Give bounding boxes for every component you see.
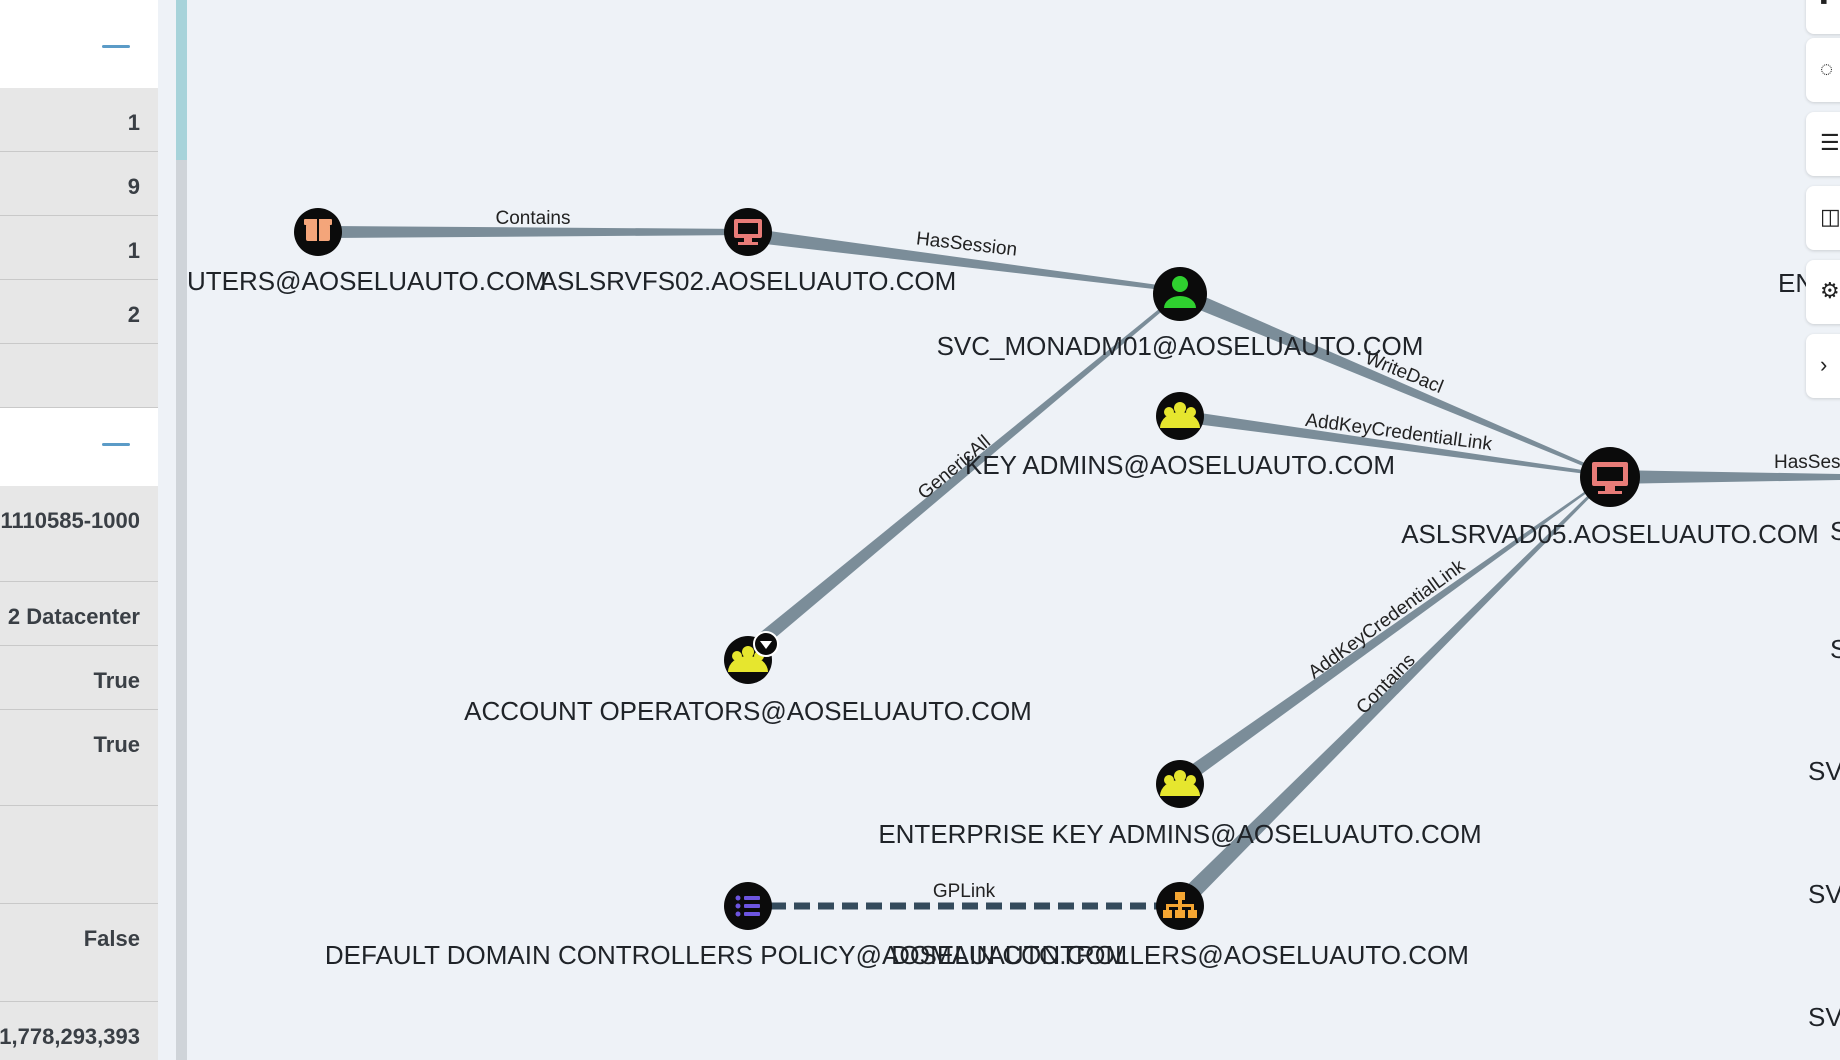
edge-label: Contains [1352, 650, 1419, 719]
user-icon [1172, 276, 1188, 292]
node-label: KEY ADMINS@AOSELUAUTO.COM [965, 450, 1395, 480]
edge-label: GPLink [933, 881, 996, 902]
node-computer-ad05[interactable] [1580, 447, 1640, 507]
property-row: 1 [0, 216, 158, 280]
search-icon: ◌ [1820, 56, 1834, 81]
node-computer[interactable] [724, 208, 772, 256]
node-properties-panel: 1 9 1 2 1110585-1000 2 Datacenter True T… [0, 0, 158, 1060]
toolbar-button[interactable]: ◫ [1806, 186, 1840, 250]
section-header-properties[interactable] [0, 408, 158, 486]
node-label: ASLSRVFS02.AOSELUAUTO.COM [540, 266, 957, 296]
node-label: ACCOUNT OPERATORS@AOSELUAUTO.COM [464, 696, 1032, 726]
chart-icon: ◫ [1820, 204, 1840, 229]
collapse-icon[interactable] [102, 443, 130, 446]
property-value: 9 [127, 174, 140, 199]
toolbar-button[interactable]: ▪ [1806, 0, 1840, 34]
node-container[interactable] [294, 208, 342, 256]
panel-scrollbar-thumb[interactable] [176, 0, 187, 160]
property-value: 1,778,293,393 [0, 1024, 140, 1049]
menu-icon: ▪ [1820, 0, 1828, 13]
property-value: 1 [127, 238, 140, 263]
property-row: True [0, 710, 158, 806]
property-row: 1 [0, 88, 158, 152]
property-row: 2 Datacenter [0, 582, 158, 646]
property-value: 2 [127, 302, 140, 327]
edge-write-dacl[interactable] [1180, 286, 1610, 477]
toolbar-button[interactable]: ☰ [1806, 112, 1840, 176]
edge-label: HasSes [1774, 452, 1840, 473]
node-gpo[interactable] [724, 882, 772, 930]
node-group-key-admins[interactable] [1156, 392, 1204, 440]
edge-has-session[interactable] [748, 228, 1180, 292]
property-row: False [0, 904, 158, 1002]
info-icon: › [1820, 352, 1828, 377]
node-label-clipped: S [1830, 516, 1840, 546]
edges [332, 226, 1840, 910]
property-row [0, 344, 158, 408]
property-row: True [0, 646, 158, 710]
toolbar-button[interactable]: ⚙ [1806, 260, 1840, 324]
edge-generic-all[interactable] [746, 292, 1180, 654]
node-label: SVC_MONADM01@AOSELUAUTO.COM [937, 331, 1424, 361]
node-label: UTERS@AOSELUAUTO.COM [187, 266, 547, 296]
collapse-icon[interactable] [102, 45, 130, 48]
node-label: ASLSRVAD05.AOSELUAUTO.COM [1401, 519, 1819, 549]
edge-label: Contains [496, 208, 571, 229]
node-group-account-operators[interactable] [724, 631, 779, 684]
property-value: True [93, 668, 140, 693]
checklist-icon: ☰ [1820, 130, 1840, 155]
edge-add-key-credential-link[interactable] [1180, 410, 1610, 477]
property-value: 2 Datacenter [7, 604, 140, 629]
node-label: DEFAULT DOMAIN CONTROLLERS POLICY@AOSELU… [325, 940, 1127, 970]
property-value: True [93, 732, 140, 757]
edge-contains[interactable] [332, 226, 748, 238]
gear-icon: ⚙ [1820, 278, 1840, 303]
graph-toolbar: ▪ ◌ ☰ ◫ ⚙ › [1806, 0, 1840, 1060]
node-label-clipped: SV [1808, 879, 1840, 909]
property-value: False [83, 926, 140, 951]
edge-add-key-credential-link-2[interactable] [1178, 474, 1610, 784]
node-label-clipped: SV [1808, 756, 1840, 786]
property-row: 1,778,293,393 [0, 1002, 158, 1060]
toolbar-button[interactable]: ◌ [1806, 38, 1840, 102]
node-label: DOMAIN CONTROLLERS@AOSELUAUTO.COM [891, 940, 1469, 970]
property-value: 1110585-1000 [0, 508, 141, 533]
property-value: 1 [127, 110, 140, 135]
group-icon [1174, 402, 1186, 414]
toolbar-button[interactable]: › [1806, 334, 1840, 398]
node-label-clipped: S [1830, 634, 1840, 664]
edge-has-session-2[interactable] [1610, 470, 1840, 484]
group-icon [742, 646, 754, 658]
section-header-overview[interactable] [0, 0, 158, 88]
edge-label: AddKeyCredentialLink [1305, 556, 1470, 684]
node-label-clipped: SV [1808, 1002, 1840, 1032]
edge-contains-2[interactable] [1176, 474, 1610, 906]
group-icon [1174, 770, 1186, 782]
node-ou[interactable] [1156, 882, 1204, 930]
node-label: ENTERPRISE KEY ADMINS@AOSELUAUTO.COM [878, 819, 1481, 849]
property-row: 2 [0, 280, 158, 344]
node-user[interactable] [1153, 267, 1207, 321]
sitemap-icon [1163, 892, 1197, 918]
list-icon [735, 895, 760, 917]
property-row: 1110585-1000 [0, 486, 158, 582]
panel-scrollbar[interactable] [176, 0, 187, 1060]
node-group-enterprise-key-admins[interactable] [1156, 760, 1204, 808]
property-row: 9 [0, 152, 158, 216]
property-row [0, 806, 158, 904]
